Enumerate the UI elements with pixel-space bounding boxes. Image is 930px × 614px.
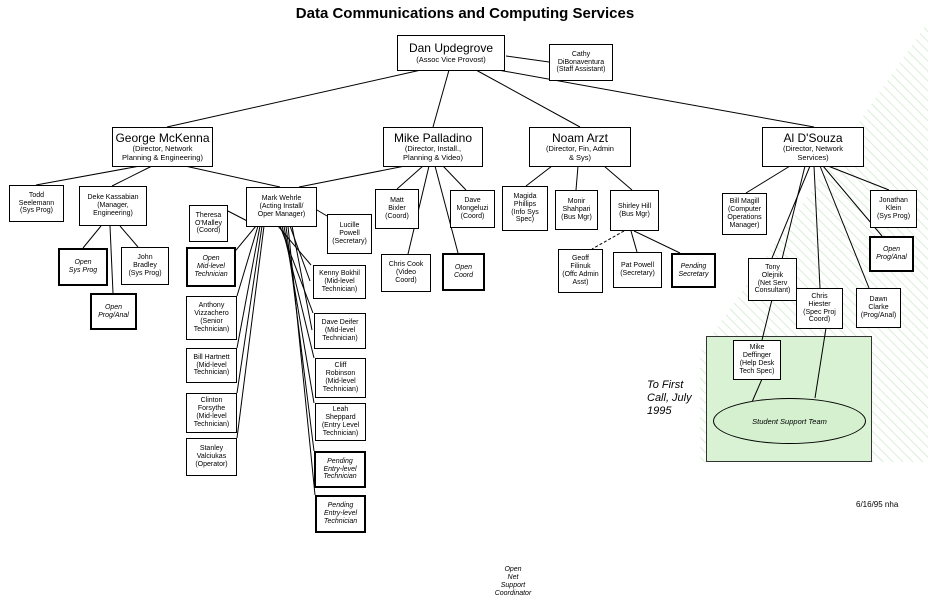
node-text: Monir Shahpari (Bus Mgr) [561, 198, 592, 221]
node-text: Stanley Valciukas (Operator) [195, 445, 228, 468]
node-text: Kenny Bokhil (Mid-level Technician) [319, 270, 360, 293]
node-text: Theresa O'Malley (Coord) [194, 211, 222, 235]
node-monir-shahpari: Monir Shahpari (Bus Mgr) [555, 190, 598, 230]
node-text: Tony Olejnik (Net Serv Consultant) [754, 263, 791, 295]
node-role: (Director, Fin, Admin & Sys) [546, 144, 614, 162]
node-name: Noam Arzt [551, 130, 608, 145]
node-text: Lucille Powell (Secretary) [332, 222, 367, 245]
node-open-sys-prog: Open Sys Prog [58, 248, 108, 286]
student-support-team-oval: Student Support Team [713, 398, 866, 444]
node-dave-mongeluzi: Dave Mongeluzi (Coord) [450, 190, 495, 228]
node-dan-updegrove: Dan Updegrove (Assoc Vice Provost) [397, 35, 505, 71]
date-initials: 6/16/95 nha [856, 500, 899, 509]
node-name: George McKenna [115, 130, 210, 145]
node-text: Matt Bixler (Coord) [385, 197, 409, 220]
node-text: Dave Deifer (Mid-level Technician) [321, 319, 359, 342]
node-text: Pending Entry-level Technician [323, 457, 357, 481]
node-chris-cook: Chris Cook (Video Coord) [381, 254, 431, 292]
node-open-prog-anal-dsouza: Open Prog/Anal [869, 236, 914, 272]
node-al-dsouza: Al D'Souza (Director, Network Services) [762, 127, 864, 167]
node-noam-arzt: Noam Arzt (Director, Fin, Admin & Sys) [529, 127, 631, 167]
node-text: Clinton Forsythe (Mid-level Technician) [193, 397, 230, 428]
node-text: Pending Entry-level Technician [323, 502, 358, 525]
node-text: Mark Wehrle (Acting Install/ Oper Manage… [257, 195, 306, 218]
node-text: Pat Powell (Secretary) [620, 262, 655, 277]
node-todd-seelemann: Todd Seelemann (Sys Prog) [9, 185, 64, 222]
node-deke-kassabian: Deke Kassabian (Manager, Engineering) [79, 186, 147, 226]
node-text: Dave Mongeluzi (Coord) [456, 197, 489, 220]
node-matt-bixler: Matt Bixler (Coord) [375, 189, 419, 229]
node-clinton-forsythe: Clinton Forsythe (Mid-level Technician) [186, 393, 237, 433]
node-role: (Director, Network Planning & Engineerin… [122, 144, 203, 162]
node-chris-hiester: Chris Hiester (Spec Proj Coord) [796, 288, 843, 329]
node-bill-magill: Bill Magill (Computer Operations Manager… [722, 193, 767, 235]
node-text: Dawn Clarke (Prog/Anal) [860, 296, 897, 319]
node-tony-olejnik: Tony Olejnik (Net Serv Consultant) [748, 258, 797, 301]
node-shirley-hill: Shirley Hill (Bus Mgr) [610, 190, 659, 231]
node-text: Leah Sheppard (Entry Level Technician) [321, 406, 360, 437]
node-leah-sheppard: Leah Sheppard (Entry Level Technician) [315, 403, 366, 441]
node-text: John Bradley (Sys Prog) [128, 254, 162, 277]
student-support-team-label: Student Support Team [752, 416, 827, 426]
node-geoff-filinuk: Geoff Filinuk (Offc Admin Asst) [558, 249, 603, 293]
node-name: Mike Palladino [393, 130, 473, 145]
node-lucille-powell: Lucille Powell (Secretary) [327, 214, 372, 254]
node-open-coord: Open Coord [442, 253, 485, 291]
node-john-bradley: John Bradley (Sys Prog) [121, 247, 169, 285]
node-open-prog-anal-mckenna: Open Prog/Anal [90, 293, 137, 330]
node-mike-palladino: Mike Palladino (Director, Install., Plan… [383, 127, 483, 167]
node-role: (Director, Install., Planning & Video) [403, 144, 463, 162]
node-text: Magida Phillips (Info Sys Spec) [511, 192, 539, 224]
node-text: Anthony Vizzachero (Senior Technician) [193, 302, 230, 333]
node-cliff-robinson: Cliff Robinson (Mid-level Technician) [315, 358, 366, 398]
node-pat-powell: Pat Powell (Secretary) [613, 252, 662, 288]
node-role: (Director, Network Services) [782, 144, 843, 162]
node-kenny-bokhil: Kenny Bokhil (Mid-level Technician) [313, 265, 366, 299]
node-cathy-dibonaventura: Cathy DiBonaventura (Staff Assistant) [549, 44, 613, 81]
node-pending-entry-technician-1: Pending Entry-level Technician [314, 451, 366, 488]
node-text: Pending Secretary [678, 262, 709, 278]
node-text: Open Prog/Anal [876, 246, 907, 261]
node-mark-wehrle: Mark Wehrle (Acting Install/ Oper Manage… [246, 187, 317, 227]
node-dawn-clarke: Dawn Clarke (Prog/Anal) [856, 288, 901, 328]
page-title: Data Communications and Computing Servic… [295, 5, 635, 22]
node-jonathan-klein: Jonathan Klein (Sys Prog) [870, 190, 917, 228]
node-name: Al D'Souza [783, 130, 843, 145]
node-anthony-vizzachero: Anthony Vizzachero (Senior Technician) [186, 296, 237, 340]
node-text: Open Prog/Anal [98, 303, 129, 319]
node-text: Open Coord [453, 264, 474, 279]
node-dave-deifer: Dave Deifer (Mid-level Technician) [314, 313, 366, 349]
node-theresa-omalley: Theresa O'Malley (Coord) [189, 205, 228, 242]
node-text: Mike Deffinger (Help Desk Tech Spec) [739, 344, 775, 375]
node-role: (Assoc Vice Provost) [416, 54, 486, 64]
node-text: Todd Seelemann (Sys Prog) [18, 191, 55, 215]
node-text: Cathy DiBonaventura (Staff Assistant) [556, 50, 606, 74]
node-text: Open Sys Prog [68, 259, 98, 274]
node-george-mckenna: George McKenna (Director, Network Planni… [112, 127, 213, 167]
node-text: Open Mid-level Technician [194, 255, 228, 278]
node-bill-hartnett: Bill Hartnett (Mid-level Technician) [186, 348, 237, 383]
node-text: Shirley Hill (Bus Mgr) [617, 202, 652, 218]
node-pending-entry-technician-2: Pending Entry-level Technician [315, 495, 366, 533]
node-name: Dan Updegrove [408, 41, 494, 56]
node-mike-deffinger: Mike Deffinger (Help Desk Tech Spec) [733, 340, 781, 380]
node-magida-phillips: Magida Phillips (Info Sys Spec) [502, 186, 548, 231]
node-text: Chris Cook (Video Coord) [388, 261, 424, 284]
node-open-mid-level-technician: Open Mid-level Technician [186, 247, 236, 287]
node-text: Jonathan Klein (Sys Prog) [876, 197, 911, 220]
node-text: Deke Kassabian (Manager, Engineering) [87, 194, 139, 217]
node-text: Bill Magill (Computer Operations Manager… [727, 198, 762, 229]
node-text: Geoff Filinuk (Offc Admin Asst) [562, 255, 599, 286]
node-text: Bill Hartnett (Mid-level Technician) [193, 353, 230, 377]
open-net-support-coordinator-note: Open Net Support Coordinator [494, 566, 532, 598]
node-text: Chris Hiester (Spec Proj Coord) [803, 292, 836, 324]
node-stanley-valciukas: Stanley Valciukas (Operator) [186, 438, 237, 476]
node-text: Cliff Robinson (Mid-level Technician) [322, 362, 359, 393]
to-first-call-note: To First Call, July 1995 [647, 379, 692, 418]
node-pending-secretary: Pending Secretary [671, 253, 716, 288]
